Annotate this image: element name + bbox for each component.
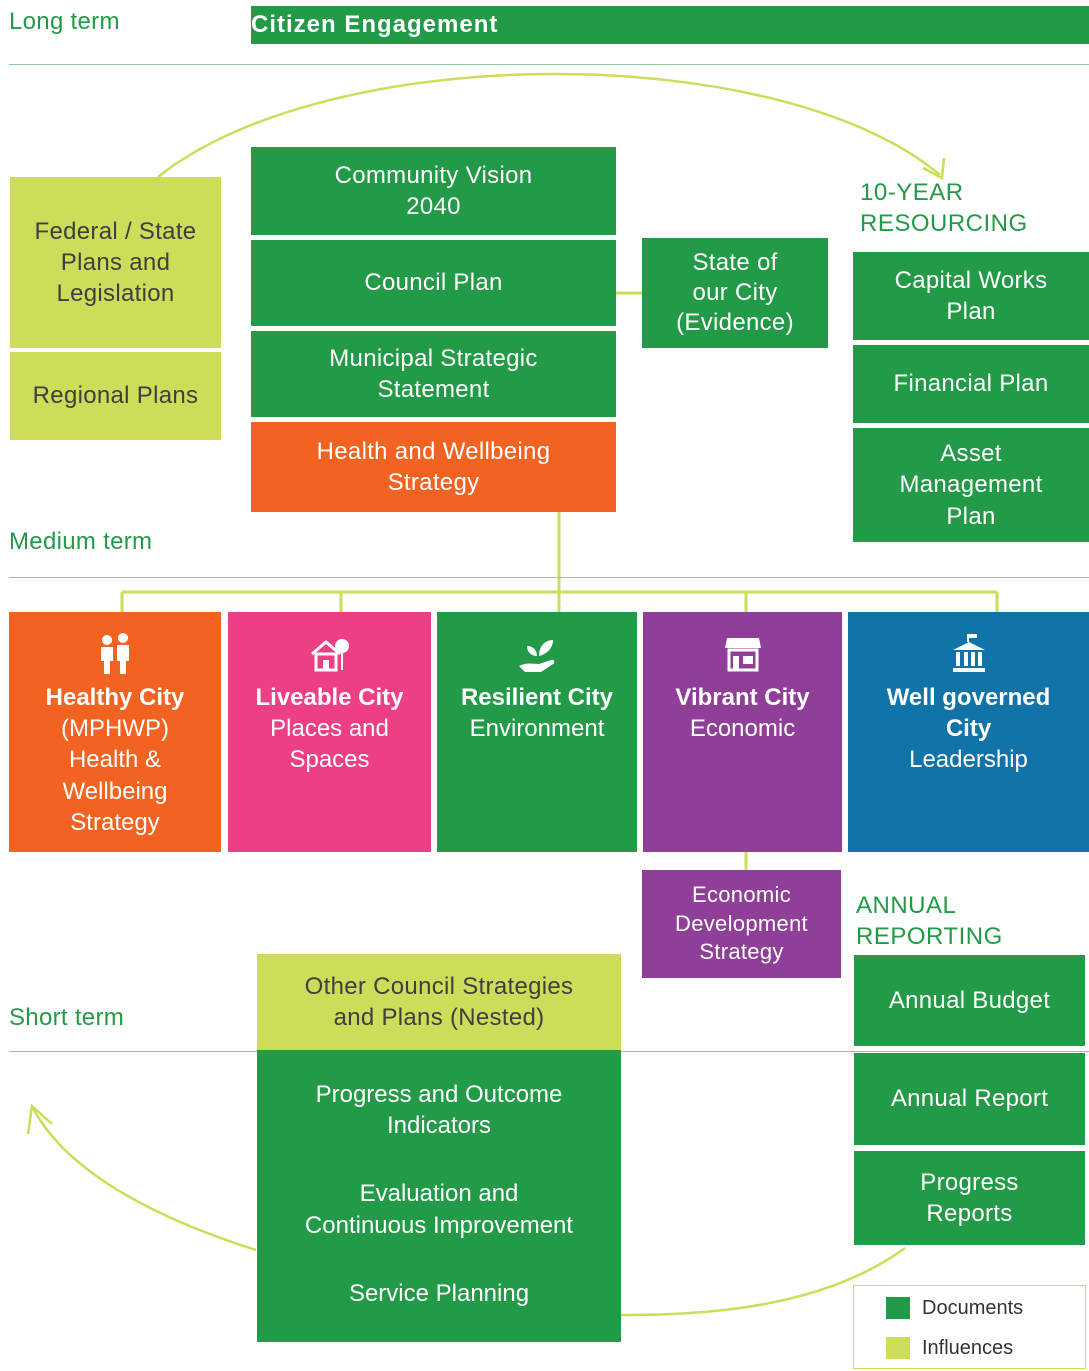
influence-arrow-top — [157, 72, 941, 178]
pillar-desc-healthy: (MPHWP) Health & Wellbeing Strategy — [61, 715, 169, 836]
legend-documents-label: Documents — [922, 1296, 1024, 1319]
legend-documents-swatch — [886, 1297, 910, 1319]
financial-plan: Financial Plan — [853, 345, 1089, 423]
municipal-strategic-statement: Municipal Strategic Statement — [251, 331, 616, 417]
pillar-desc-resilient: Environment — [469, 715, 605, 743]
resourcing-heading: 10-YEAR RESOURCING — [860, 179, 1028, 238]
pillar-vibrant-city: Vibrant City Economic — [643, 612, 842, 852]
annual-report-label: Annual Report — [890, 1085, 1049, 1113]
term-short: Short term — [9, 1004, 125, 1031]
arrowhead-top — [922, 157, 946, 180]
council-plan-label: Council Plan — [364, 269, 503, 297]
pillar-healthy-city: Healthy City (MPHWP) Health & Wellbeing … — [9, 612, 221, 852]
capital-works-label: Capital Works Plan — [894, 266, 1048, 325]
health-wellbeing-label: Health and Wellbeing Strategy — [316, 437, 551, 496]
state-of-city-label: State of our City (Evidence) — [676, 249, 794, 336]
influence-arrow-bottom — [619, 1246, 906, 1317]
short-term-actions: Progress and Outcome Indicators Evaluati… — [257, 1050, 621, 1342]
evaluation-improvement: Evaluation and Continuous Improvement — [304, 1180, 574, 1239]
pillar-well-governed-city: Well governed City Leadership — [848, 612, 1089, 852]
asset-management-label: Asset Management Plan — [899, 440, 1043, 530]
regional-plans: Regional Plans — [10, 352, 221, 440]
legend: Documents Influences — [853, 1285, 1086, 1369]
federal-state-label: Federal / State Plans and Legislation — [34, 217, 197, 308]
federal-state-plans: Federal / State Plans and Legislation — [10, 177, 221, 348]
capital-works-plan: Capital Works Plan — [853, 252, 1089, 340]
other-strategies-label: Other Council Strategies and Plans (Nest… — [304, 972, 574, 1031]
regional-plans-label: Regional Plans — [32, 382, 199, 410]
progress-reports: Progress Reports — [854, 1151, 1085, 1245]
legend-documents: Documents — [854, 1288, 1085, 1328]
influence-arrow-left — [31, 1107, 257, 1252]
community-vision-label: Community Vision 2040 — [334, 161, 533, 220]
pillar-title-liveable: Liveable City — [255, 684, 404, 711]
term-long: Long term — [9, 8, 120, 35]
plant-hand-icon — [519, 640, 555, 672]
progress-reports-label: Progress Reports — [920, 1168, 1019, 1227]
service-planning: Service Planning — [348, 1280, 530, 1308]
pillar-title-healthy: Healthy City — [45, 684, 185, 711]
citizen-engagement-label: Citizen Engagement — [251, 11, 499, 38]
economic-development-strategy: Economic Development Strategy — [642, 870, 841, 978]
annual-report: Annual Report — [854, 1053, 1085, 1145]
pillar-desc-vibrant: Economic — [689, 715, 796, 743]
government-building-icon — [952, 634, 985, 672]
pillar-resilient-city: Resilient City Environment — [437, 612, 637, 852]
storefront-icon — [724, 638, 761, 672]
family-icon — [101, 633, 129, 674]
pillar-desc-liveable: Places and Spaces — [270, 715, 389, 774]
pillar-title-vibrant: Vibrant City — [675, 684, 810, 711]
progress-outcome-indicators: Progress and Outcome Indicators — [315, 1080, 563, 1139]
council-plan: Council Plan — [251, 240, 616, 326]
annual-budget-label: Annual Budget — [888, 986, 1051, 1014]
legend-influences-swatch — [886, 1337, 910, 1359]
separator-long — [9, 64, 1089, 65]
annual-budget: Annual Budget — [854, 955, 1085, 1046]
economic-dev-label: Economic Development Strategy — [675, 882, 808, 965]
pillar-title-governed: Well governed City — [886, 684, 1051, 743]
legend-influences-label: Influences — [922, 1336, 1014, 1359]
house-tree-icon — [310, 639, 349, 672]
mss-label: Municipal Strategic Statement — [329, 344, 538, 403]
separator-medium — [9, 577, 1089, 578]
arrowhead-left — [26, 1103, 53, 1135]
pillar-title-resilient: Resilient City — [460, 684, 614, 711]
term-medium: Medium term — [9, 528, 153, 555]
citizen-engagement-bar: Citizen Engagement — [251, 6, 1089, 44]
pillar-desc-governed: Leadership — [909, 746, 1028, 774]
asset-management-plan: Asset Management Plan — [853, 428, 1089, 542]
legend-influences: Influences — [854, 1328, 1085, 1368]
annual-reporting-heading: ANNUAL REPORTING — [856, 892, 1003, 951]
health-wellbeing-strategy: Health and Wellbeing Strategy — [251, 422, 616, 512]
other-council-strategies: Other Council Strategies and Plans (Nest… — [257, 954, 621, 1050]
community-vision: Community Vision 2040 — [251, 147, 616, 235]
pillar-liveable-city: Liveable City Places and Spaces — [228, 612, 431, 852]
financial-plan-label: Financial Plan — [893, 370, 1049, 398]
state-of-our-city: State of our City (Evidence) — [642, 238, 828, 348]
